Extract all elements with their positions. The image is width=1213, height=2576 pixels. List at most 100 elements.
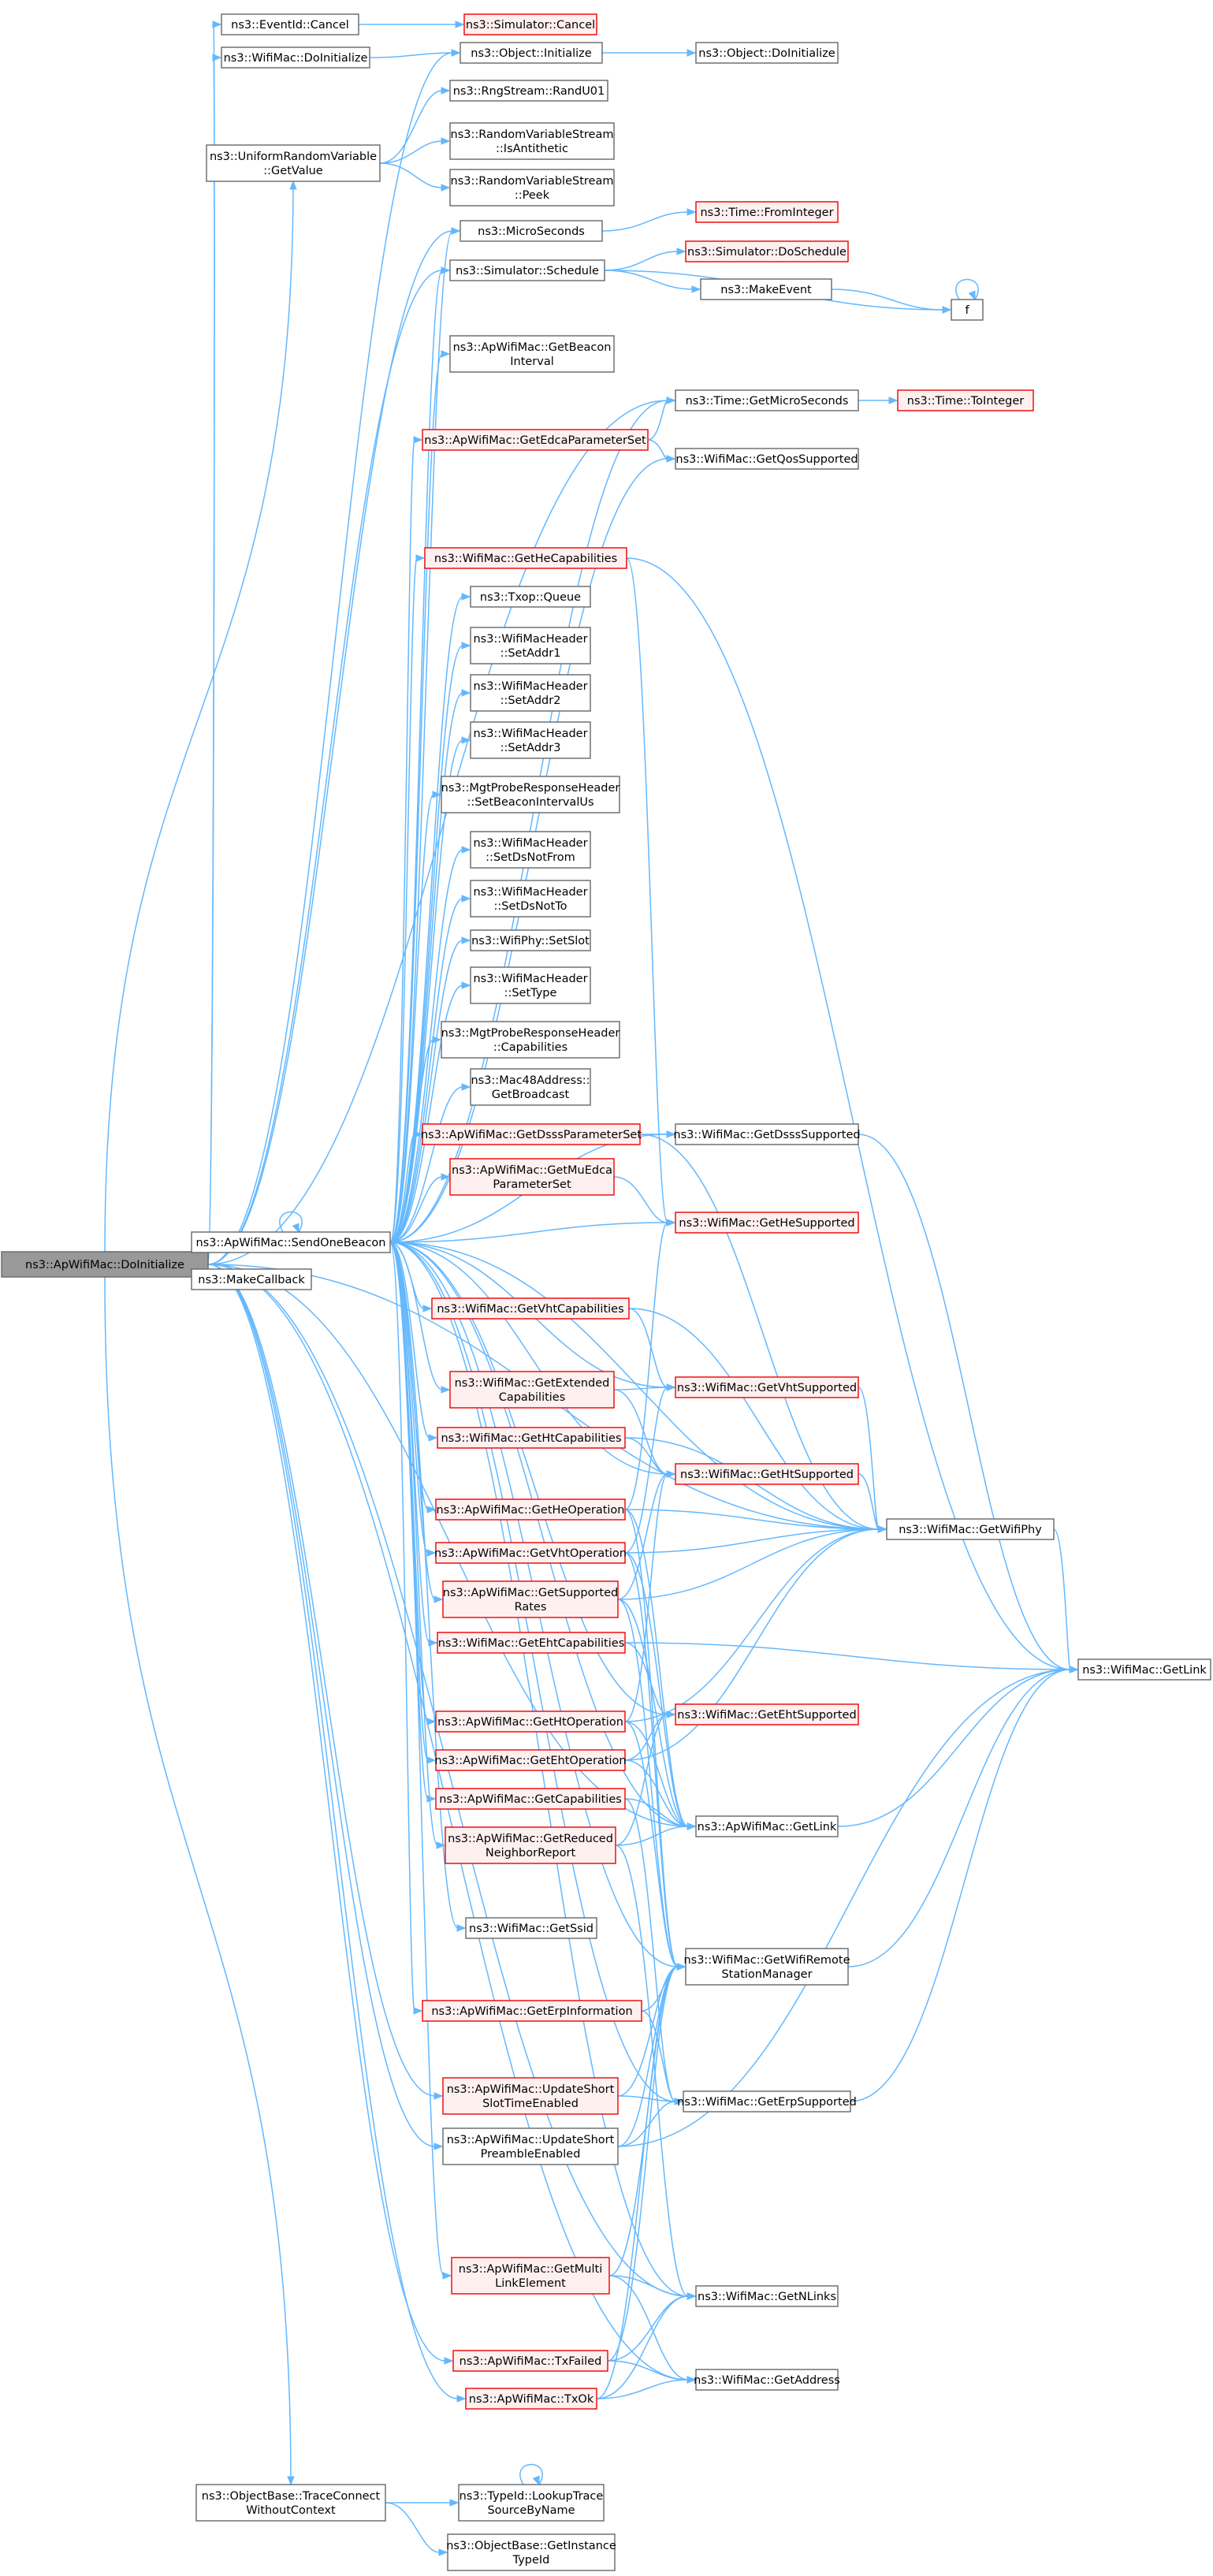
node-setAddr2[interactable]: ns3::WifiMacHeader::SetAddr2 <box>470 674 591 712</box>
node-getCapabilities[interactable]: ns3::ApWifiMac::GetCapabilities <box>435 1788 626 1810</box>
node-getHtOp[interactable]: ns3::ApWifiMac::GetHtOperation <box>435 1711 626 1733</box>
node-box[interactable] <box>449 1371 615 1409</box>
node-box[interactable] <box>685 240 849 262</box>
node-box[interactable] <box>221 47 370 69</box>
node-box[interactable] <box>951 299 984 321</box>
node-makeEvent[interactable]: ns3::MakeEvent <box>700 278 832 300</box>
node-box[interactable] <box>1 1251 209 1278</box>
node-getQos[interactable]: ns3::WifiMac::GetQosSupported <box>675 448 859 470</box>
node-doSchedule[interactable]: ns3::Simulator::DoSchedule <box>685 240 849 262</box>
node-box[interactable] <box>435 1711 626 1733</box>
node-objInit[interactable]: ns3::Object::Initialize <box>460 42 603 64</box>
node-getAddress[interactable]: ns3::WifiMac::GetAddress <box>694 2369 840 2391</box>
node-box[interactable] <box>470 586 591 608</box>
node-box[interactable] <box>897 389 1034 411</box>
node-box[interactable] <box>449 259 605 281</box>
node-getDsssParam[interactable]: ns3::ApWifiMac::GetDsssParameterSet <box>421 1123 642 1145</box>
node-box[interactable] <box>465 1917 597 1939</box>
node-box[interactable] <box>675 448 859 470</box>
node-getBroadcast[interactable]: ns3::Mac48Address::GetBroadcast <box>470 1068 591 1106</box>
node-getEhtSup[interactable]: ns3::WifiMac::GetEhtSupported <box>675 1703 859 1725</box>
node-isAnti[interactable]: ns3::RandomVariableStream::IsAntithetic <box>449 122 615 160</box>
node-box[interactable] <box>886 1518 1055 1540</box>
node-box[interactable] <box>449 1158 615 1196</box>
node-setBeaconIntUs[interactable]: ns3::MgtProbeResponseHeader::SetBeaconIn… <box>441 776 620 813</box>
node-box[interactable] <box>470 966 591 1004</box>
node-box[interactable] <box>441 1021 620 1059</box>
node-box[interactable] <box>695 1815 839 1837</box>
node-box[interactable] <box>695 42 839 64</box>
node-setSlot[interactable]: ns3::WifiPhy::SetSlot <box>470 929 591 951</box>
node-getHeCap[interactable]: ns3::WifiMac::GetHeCapabilities <box>424 547 627 569</box>
node-getHtCap[interactable]: ns3::WifiMac::GetHtCapabilities <box>437 1427 626 1449</box>
node-box[interactable] <box>435 1498 626 1521</box>
node-box[interactable] <box>449 169 615 207</box>
node-box[interactable] <box>442 1580 619 1618</box>
node-box[interactable] <box>700 278 832 300</box>
node-traceConnect[interactable]: ns3::ObjectBase::TraceConnectWithoutCont… <box>195 2484 386 2522</box>
node-box[interactable] <box>675 1376 859 1398</box>
node-getEhtCap[interactable]: ns3::WifiMac::GetEhtCapabilities <box>437 1632 626 1654</box>
node-box[interactable] <box>437 1632 626 1654</box>
node-box[interactable] <box>424 547 627 569</box>
node-apGetLink[interactable]: ns3::ApWifiMac::GetLink <box>695 1815 839 1837</box>
node-box[interactable] <box>675 1463 859 1485</box>
node-objDoInit[interactable]: ns3::Object::DoInitialize <box>695 42 839 64</box>
node-box[interactable] <box>470 831 591 869</box>
node-box[interactable] <box>191 1268 312 1290</box>
node-box[interactable] <box>435 1542 626 1564</box>
node-simSchedule[interactable]: ns3::Simulator::Schedule <box>449 259 605 281</box>
node-f[interactable]: f <box>951 299 984 321</box>
node-getVhtOp[interactable]: ns3::ApWifiMac::GetVhtOperation <box>434 1542 627 1564</box>
node-getEhtOp[interactable]: ns3::ApWifiMac::GetEhtOperation <box>434 1749 627 1771</box>
node-box[interactable] <box>422 1123 641 1145</box>
node-peek[interactable]: ns3::RandomVariableStream::Peek <box>449 169 615 207</box>
node-getMicroSec[interactable]: ns3::Time::GetMicroSeconds <box>675 389 859 411</box>
node-toInteger[interactable]: ns3::Time::ToInteger <box>897 389 1034 411</box>
node-getErpInfo[interactable]: ns3::ApWifiMac::GetErpInformation <box>422 2000 642 2022</box>
node-randU01[interactable]: ns3::RngStream::RandU01 <box>449 80 608 102</box>
node-getRsm[interactable]: ns3::WifiMac::GetWifiRemoteStationManage… <box>683 1948 850 1986</box>
node-box[interactable] <box>441 776 620 813</box>
node-simCancel[interactable]: ns3::Simulator::Cancel <box>463 13 597 35</box>
node-box[interactable] <box>465 2388 597 2410</box>
node-wifiGetLink[interactable]: ns3::WifiMac::GetLink <box>1077 1658 1211 1681</box>
node-txopQueue[interactable]: ns3::Txop::Queue <box>470 586 591 608</box>
node-setType[interactable]: ns3::WifiMacHeader::SetType <box>470 966 591 1004</box>
node-box[interactable] <box>195 2484 386 2522</box>
node-setDsNotFrom[interactable]: ns3::WifiMacHeader::SetDsNotFrom <box>470 831 591 869</box>
node-makeCallback[interactable]: ns3::MakeCallback <box>191 1268 312 1290</box>
node-getVhtSup[interactable]: ns3::WifiMac::GetVhtSupported <box>675 1376 859 1398</box>
node-box[interactable] <box>431 1297 630 1320</box>
node-box[interactable] <box>449 122 615 160</box>
node-urvGetValue[interactable]: ns3::UniformRandomVariable::GetValue <box>206 144 381 182</box>
node-txFailed[interactable]: ns3::ApWifiMac::TxFailed <box>452 2350 608 2372</box>
node-box[interactable] <box>449 335 615 373</box>
node-box[interactable] <box>206 144 381 182</box>
node-box[interactable] <box>470 880 591 918</box>
node-getEdca[interactable]: ns3::ApWifiMac::GetEdcaParameterSet <box>422 429 649 451</box>
node-box[interactable] <box>675 1123 859 1145</box>
node-box[interactable] <box>458 2484 605 2522</box>
node-box[interactable] <box>695 201 839 223</box>
node-eventCancel[interactable]: ns3::EventId::Cancel <box>221 13 359 35</box>
node-getSsid[interactable]: ns3::WifiMac::GetSsid <box>465 1917 597 1939</box>
node-getHeOp[interactable]: ns3::ApWifiMac::GetHeOperation <box>435 1498 626 1521</box>
node-getWifiPhy[interactable]: ns3::WifiMac::GetWifiPhy <box>886 1518 1055 1540</box>
node-box[interactable] <box>460 220 603 242</box>
node-updShortPre[interactable]: ns3::ApWifiMac::UpdateShortPreambleEnabl… <box>442 2127 619 2165</box>
node-box[interactable] <box>449 80 608 102</box>
node-box[interactable] <box>695 2285 839 2307</box>
node-box[interactable] <box>191 1231 391 1253</box>
node-box[interactable] <box>422 429 649 451</box>
node-box[interactable] <box>470 674 591 712</box>
node-getErpSup[interactable]: ns3::WifiMac::GetErpSupported <box>677 2090 857 2113</box>
node-microSec[interactable]: ns3::MicroSeconds <box>460 220 603 242</box>
node-setDsNotTo[interactable]: ns3::WifiMacHeader::SetDsNotTo <box>470 880 591 918</box>
